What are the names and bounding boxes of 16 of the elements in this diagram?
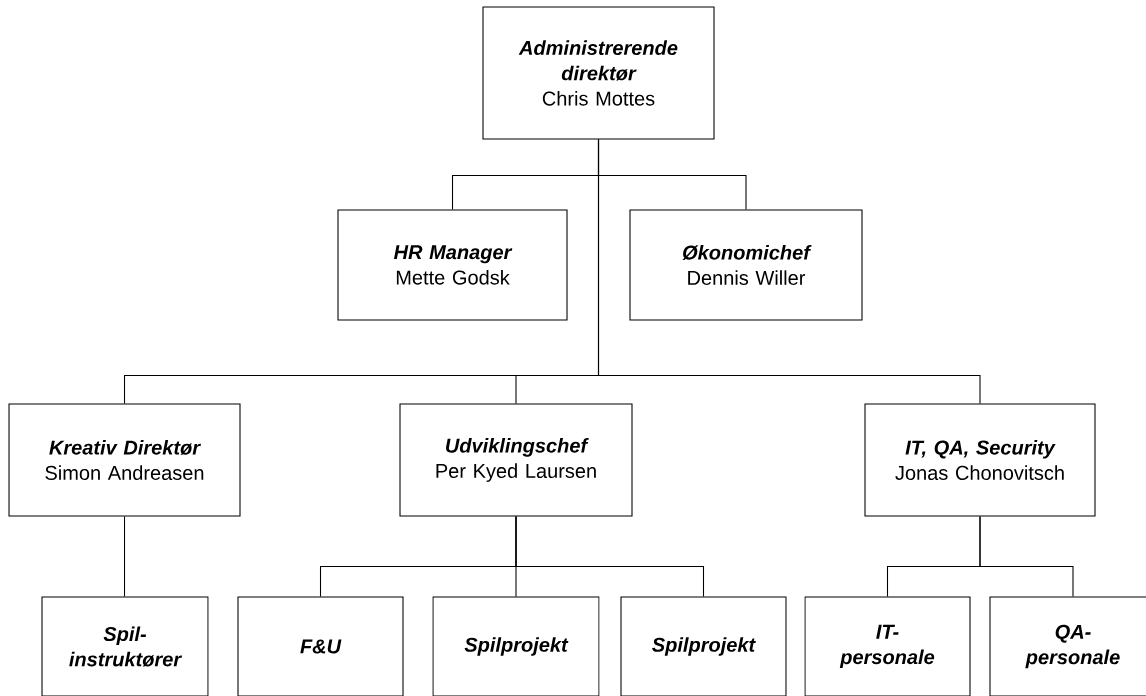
unit-box: Spil- instruktører: [41, 596, 209, 696]
title-box: Økonomichef Dennis Willer: [629, 209, 863, 321]
title-box: Administrerende direktør Chris Mottes: [482, 6, 715, 140]
unit-box: Spilprojekt: [432, 596, 600, 696]
connector-line: [979, 516, 1074, 597]
unit-box: IT- personale: [804, 596, 971, 696]
connector-line: [515, 516, 705, 597]
title-box: IT, QA, Security Jonas Chonovitsch: [864, 403, 1096, 517]
unit-box: Spilprojekt: [620, 596, 787, 696]
title-box: HR Manager Mette Godsk: [337, 209, 568, 321]
unit-box: QA- personale: [989, 596, 1146, 696]
connector-line: [597, 139, 981, 404]
connector-line: [123, 516, 126, 597]
title-box: Udviklingschef Per Kyed Laursen: [399, 403, 633, 517]
title-box: Kreativ Direktør Simon Andreasen: [8, 403, 241, 517]
unit-box: F&U: [237, 596, 404, 696]
